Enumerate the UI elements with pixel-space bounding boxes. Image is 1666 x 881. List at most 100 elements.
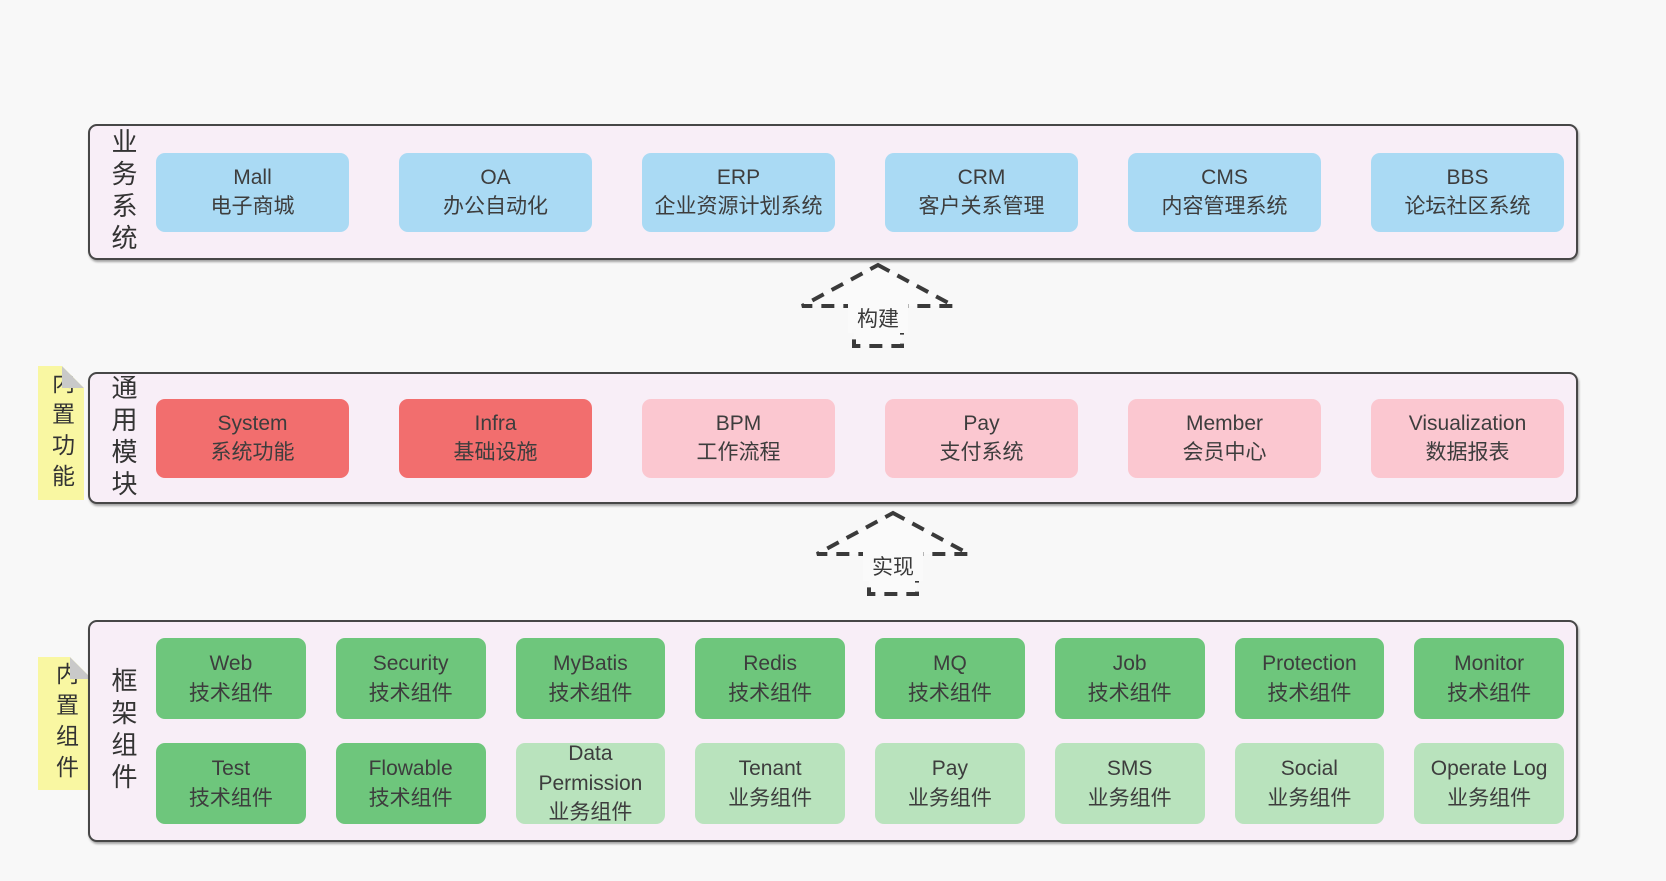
common-modules-row: System 系统功能 Infra 基础设施 BPM 工作流程 Pay 支付系统… bbox=[156, 398, 1564, 478]
box-web: Web 技术组件 bbox=[156, 638, 306, 719]
box-subtitle: 业务组件 bbox=[907, 786, 992, 810]
box-subtitle: 业务组件 bbox=[1267, 786, 1352, 810]
box-name: CRM bbox=[957, 165, 1006, 189]
box-subtitle: 业务组件 bbox=[728, 786, 813, 810]
box-mall: Mall 电子商城 bbox=[156, 152, 349, 232]
box-subtitle: 业务组件 bbox=[548, 801, 633, 825]
box-name: Operate Log bbox=[1430, 757, 1548, 781]
box-name: Data Permission bbox=[538, 742, 643, 795]
band-common-modules: 通用模块 System 系统功能 Infra 基础设施 BPM 工作流程 Pay… bbox=[88, 372, 1578, 504]
box-subtitle: 技术组件 bbox=[368, 681, 453, 705]
box-name: Monitor bbox=[1454, 652, 1525, 676]
sticky-tag-built-in-components: 内置组件 bbox=[38, 657, 92, 790]
box-infra: Infra 基础设施 bbox=[399, 398, 592, 478]
box-name: BPM bbox=[715, 411, 762, 435]
arrow-label-bg bbox=[848, 303, 908, 333]
box-subtitle: 支付系统 bbox=[939, 441, 1024, 464]
box-subtitle: 内容管理系统 bbox=[1161, 195, 1288, 218]
box-subtitle: 系统功能 bbox=[210, 441, 295, 464]
box-mq: MQ 技术组件 bbox=[875, 638, 1025, 719]
box-name: Pay bbox=[931, 757, 968, 781]
framework-components-row-1: Web 技术组件 Security 技术组件 MyBatis 技术组件 Redi… bbox=[156, 638, 1564, 719]
box-protection: Protection 技术组件 bbox=[1234, 638, 1385, 719]
box-subtitle: 会员中心 bbox=[1182, 441, 1267, 464]
box-cms: CMS 内容管理系统 bbox=[1128, 152, 1321, 232]
dashed-up-arrow-build: 构建 bbox=[801, 262, 955, 348]
box-subtitle: 企业资源计划系统 bbox=[654, 195, 823, 218]
box-pay: Pay 支付系统 bbox=[885, 398, 1078, 478]
box-subtitle: 技术组件 bbox=[548, 681, 633, 705]
tag-label: 内置功能 bbox=[48, 371, 75, 495]
box-name: Flowable bbox=[368, 757, 453, 781]
box-system: System 系统功能 bbox=[156, 398, 349, 478]
box-name: System bbox=[217, 411, 288, 435]
box-subtitle: 客户关系管理 bbox=[918, 195, 1045, 218]
box-tenant: Tenant 业务组件 bbox=[695, 743, 845, 824]
box-subtitle: 电子商城 bbox=[210, 195, 295, 218]
box-subtitle: 技术组件 bbox=[188, 786, 273, 810]
box-subtitle: 技术组件 bbox=[188, 681, 273, 705]
box-name: Visualization bbox=[1408, 411, 1527, 435]
box-name: Test bbox=[211, 757, 251, 781]
box-name: Pay bbox=[963, 411, 1000, 435]
box-subtitle: 技术组件 bbox=[907, 681, 992, 705]
business-systems-row: Mall 电子商城 OA 办公自动化 ERP 企业资源计划系统 CRM 客户关系… bbox=[156, 152, 1564, 232]
box-name: ERP bbox=[716, 165, 761, 189]
box-subtitle: 业务组件 bbox=[1087, 786, 1172, 810]
box-bbs: BBS 论坛社区系统 bbox=[1371, 152, 1564, 232]
box-name: CMS bbox=[1201, 165, 1248, 189]
box-name: Redis bbox=[743, 652, 797, 676]
box-mybatis: MyBatis 技术组件 bbox=[515, 638, 666, 719]
arrow-label: 构建 bbox=[857, 308, 899, 331]
arrow-label-bg bbox=[863, 551, 923, 581]
band-business-systems: 业务系统 Mall 电子商城 OA 办公自动化 ERP 企业资源计划系统 CRM… bbox=[88, 124, 1578, 260]
box-crm: CRM 客户关系管理 bbox=[885, 152, 1078, 232]
box-subtitle: 基础设施 bbox=[453, 441, 538, 464]
box-visualization: Visualization 数据报表 bbox=[1371, 398, 1564, 478]
box-subtitle: 论坛社区系统 bbox=[1404, 195, 1531, 218]
box-name: Web bbox=[209, 652, 253, 676]
box-subtitle: 技术组件 bbox=[1087, 681, 1172, 705]
box-member: Member 会员中心 bbox=[1128, 398, 1321, 478]
box-oa: OA 办公自动化 bbox=[399, 152, 592, 232]
box-subtitle: 技术组件 bbox=[1267, 681, 1352, 705]
band-framework-components: 框架组件 Web 技术组件 Security 技术组件 MyBatis 技术组件… bbox=[88, 620, 1578, 842]
arrow-label: 实现 bbox=[872, 556, 914, 579]
band-vertical-label: 框架组件 bbox=[108, 667, 138, 795]
band-vertical-label: 业务系统 bbox=[108, 128, 138, 256]
box-operate-log: Operate Log 业务组件 bbox=[1414, 743, 1564, 824]
box-name: OA bbox=[480, 165, 511, 189]
box-subtitle: 业务组件 bbox=[1447, 786, 1532, 810]
box-name: Security bbox=[372, 652, 449, 676]
box-social: Social 业务组件 bbox=[1234, 743, 1385, 824]
box-name: Protection bbox=[1262, 652, 1357, 676]
sticky-tag-built-in-features: 内置功能 bbox=[38, 366, 84, 500]
box-flowable: Flowable 技术组件 bbox=[335, 743, 486, 824]
box-subtitle: 工作流程 bbox=[696, 441, 781, 464]
box-sms: SMS 业务组件 bbox=[1054, 743, 1205, 824]
box-monitor: Monitor 技术组件 bbox=[1414, 638, 1564, 719]
box-name: MQ bbox=[932, 652, 967, 676]
box-pay-biz: Pay 业务组件 bbox=[875, 743, 1025, 824]
tag-label: 内置组件 bbox=[52, 661, 79, 786]
box-name: Member bbox=[1185, 411, 1264, 435]
box-security: Security 技术组件 bbox=[335, 638, 486, 719]
box-name: Social bbox=[1280, 757, 1338, 781]
box-test: Test 技术组件 bbox=[156, 743, 306, 824]
dashed-up-arrow-implement: 实现 bbox=[816, 510, 970, 596]
box-redis: Redis 技术组件 bbox=[695, 638, 845, 719]
box-subtitle: 数据报表 bbox=[1425, 441, 1510, 464]
box-name: BBS bbox=[1446, 165, 1489, 189]
box-subtitle: 办公自动化 bbox=[443, 195, 548, 218]
box-name: SMS bbox=[1106, 757, 1153, 781]
box-name: Tenant bbox=[738, 757, 802, 781]
folded-corner bbox=[62, 366, 84, 388]
box-name: Infra bbox=[474, 411, 517, 435]
box-erp: ERP 企业资源计划系统 bbox=[642, 152, 835, 232]
box-name: Mall bbox=[233, 165, 272, 189]
box-subtitle: 技术组件 bbox=[1447, 681, 1532, 705]
box-subtitle: 技术组件 bbox=[368, 786, 453, 810]
box-name: MyBatis bbox=[553, 652, 628, 676]
box-bpm: BPM 工作流程 bbox=[642, 398, 835, 478]
box-data-permission: Data Permission 业务组件 bbox=[515, 742, 666, 825]
